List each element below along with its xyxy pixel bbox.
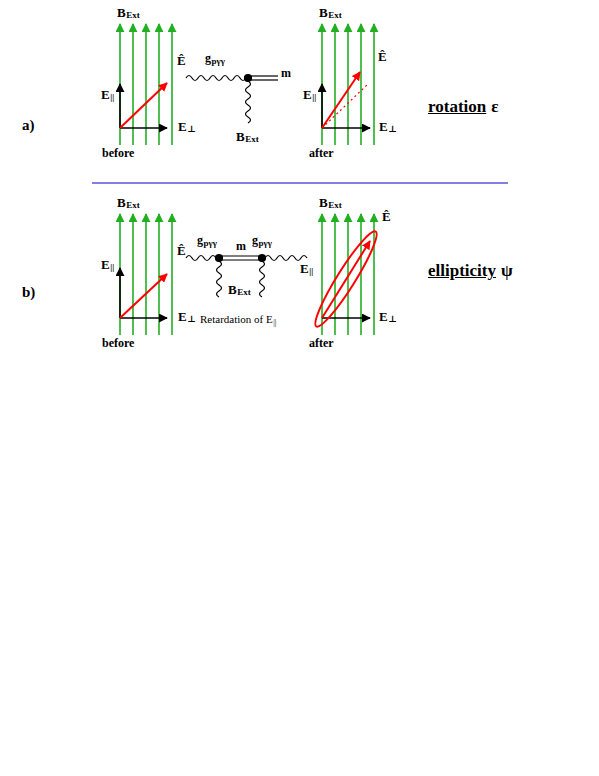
symbol-label: B <box>228 283 237 296</box>
symbol-label: E <box>101 88 110 101</box>
feynman-diagram <box>259 255 266 262</box>
feynman-diagram <box>251 75 278 76</box>
magnetic-field-lines <box>145 24 147 145</box>
field-vector-arrows <box>120 317 167 319</box>
polarization-vectors <box>322 241 370 318</box>
feynman-diagram <box>216 255 223 262</box>
subscript-label: ⊥ <box>388 125 397 134</box>
feynman-diagram <box>246 81 251 123</box>
symbol-label: B <box>117 196 126 209</box>
symbol-label: m <box>236 240 246 252</box>
separator-line <box>92 182 508 183</box>
symbol-label: m <box>281 67 291 79</box>
field-vector-arrows <box>119 268 121 318</box>
feynman-diagram <box>222 259 259 260</box>
polarization-vectors <box>120 83 167 128</box>
polarization-vectors <box>120 274 167 318</box>
magnetic-field-lines <box>158 214 160 335</box>
magnetic-field-lines <box>360 214 362 335</box>
symbol-label: after <box>309 337 334 349</box>
symbol-label: Ê <box>378 50 387 63</box>
field-vector-arrows <box>321 84 323 128</box>
effect-title: ellipticity <box>428 262 496 279</box>
field-vector-arrows <box>120 127 167 129</box>
subscript-label: Ext <box>237 288 251 297</box>
field-vector-arrows <box>119 84 121 128</box>
subscript-label: || <box>110 93 114 102</box>
effect-title: rotation <box>428 98 486 115</box>
subscript-label: Ext <box>328 201 342 210</box>
symbol-label: Retardation of E <box>200 314 273 325</box>
subscript-label: ⊥ <box>388 315 397 324</box>
subscript-label: || <box>110 263 114 272</box>
symbol-label: ε <box>491 98 498 115</box>
subscript-label: || <box>312 93 316 102</box>
subscript-label: Ext <box>245 135 259 144</box>
symbol-label: B <box>236 130 245 143</box>
feynman-diagram <box>245 75 252 82</box>
subscript-label: || <box>273 319 276 327</box>
symbol-label: B <box>319 6 328 19</box>
feynman-diagram <box>260 261 265 297</box>
symbol-label: after <box>309 147 334 159</box>
subscript-label: Ext <box>328 11 342 20</box>
subscript-label: ⊥ <box>187 125 196 134</box>
subscript-label: Ext <box>126 11 140 20</box>
magnetic-field-lines <box>334 24 336 145</box>
magnetic-field-lines <box>373 24 375 145</box>
symbol-label: B <box>117 6 126 19</box>
feynman-diagram <box>222 255 259 256</box>
symbol-label: E <box>303 88 312 101</box>
symbol-label: E <box>379 310 388 323</box>
polarization-ellipse <box>309 227 384 332</box>
symbol-label: E <box>178 120 187 133</box>
subscript-label: pγγ <box>212 57 225 66</box>
polarization-vectors <box>120 72 383 331</box>
feynman-diagram <box>186 256 216 261</box>
magnetic-field-lines <box>334 214 336 335</box>
magnetic-field-lines <box>347 24 349 145</box>
subscript-label: pγγ <box>204 239 217 248</box>
magnetic-field-lines <box>120 24 374 335</box>
feynman-diagram <box>186 76 246 81</box>
symbol-label: E <box>300 262 309 275</box>
symbol-label: E <box>379 120 388 133</box>
magnetic-field-lines <box>360 24 362 145</box>
feynman-diagram <box>265 256 307 261</box>
symbol-label: g <box>205 52 211 64</box>
symbol-label: Ê <box>177 244 186 257</box>
symbol-label: g <box>252 234 258 246</box>
field-vector-arrows <box>322 127 370 129</box>
feynman-diagram <box>251 79 278 80</box>
magnetic-field-lines <box>132 214 134 335</box>
polarization-vectors <box>322 84 368 128</box>
subscript-label: pγγ <box>259 239 272 248</box>
symbol-label: Ê <box>382 210 391 223</box>
symbol-label: before <box>102 147 134 159</box>
symbol-label: before <box>102 337 134 349</box>
magnetic-field-lines <box>145 214 147 335</box>
feynman-diagram <box>186 75 307 298</box>
magnetic-field-lines <box>171 24 173 145</box>
symbol-label: g <box>197 234 203 246</box>
symbol-label: B <box>319 196 328 209</box>
symbol-label: Ê <box>177 54 186 67</box>
subscript-label: || <box>309 267 313 276</box>
subscript-label: ⊥ <box>187 315 196 324</box>
symbol-label: E <box>178 310 187 323</box>
magnetic-field-lines <box>158 24 160 145</box>
magnetic-field-lines <box>171 214 173 335</box>
symbol-label: a) <box>22 118 35 133</box>
symbol-label: ψ <box>501 262 513 279</box>
magnetic-field-lines <box>132 24 134 145</box>
symbol-label: b) <box>22 285 35 300</box>
subscript-label: Ext <box>126 201 140 210</box>
symbol-label: E <box>101 258 110 271</box>
feynman-diagram <box>217 261 222 297</box>
polarization-vectors <box>322 72 360 128</box>
